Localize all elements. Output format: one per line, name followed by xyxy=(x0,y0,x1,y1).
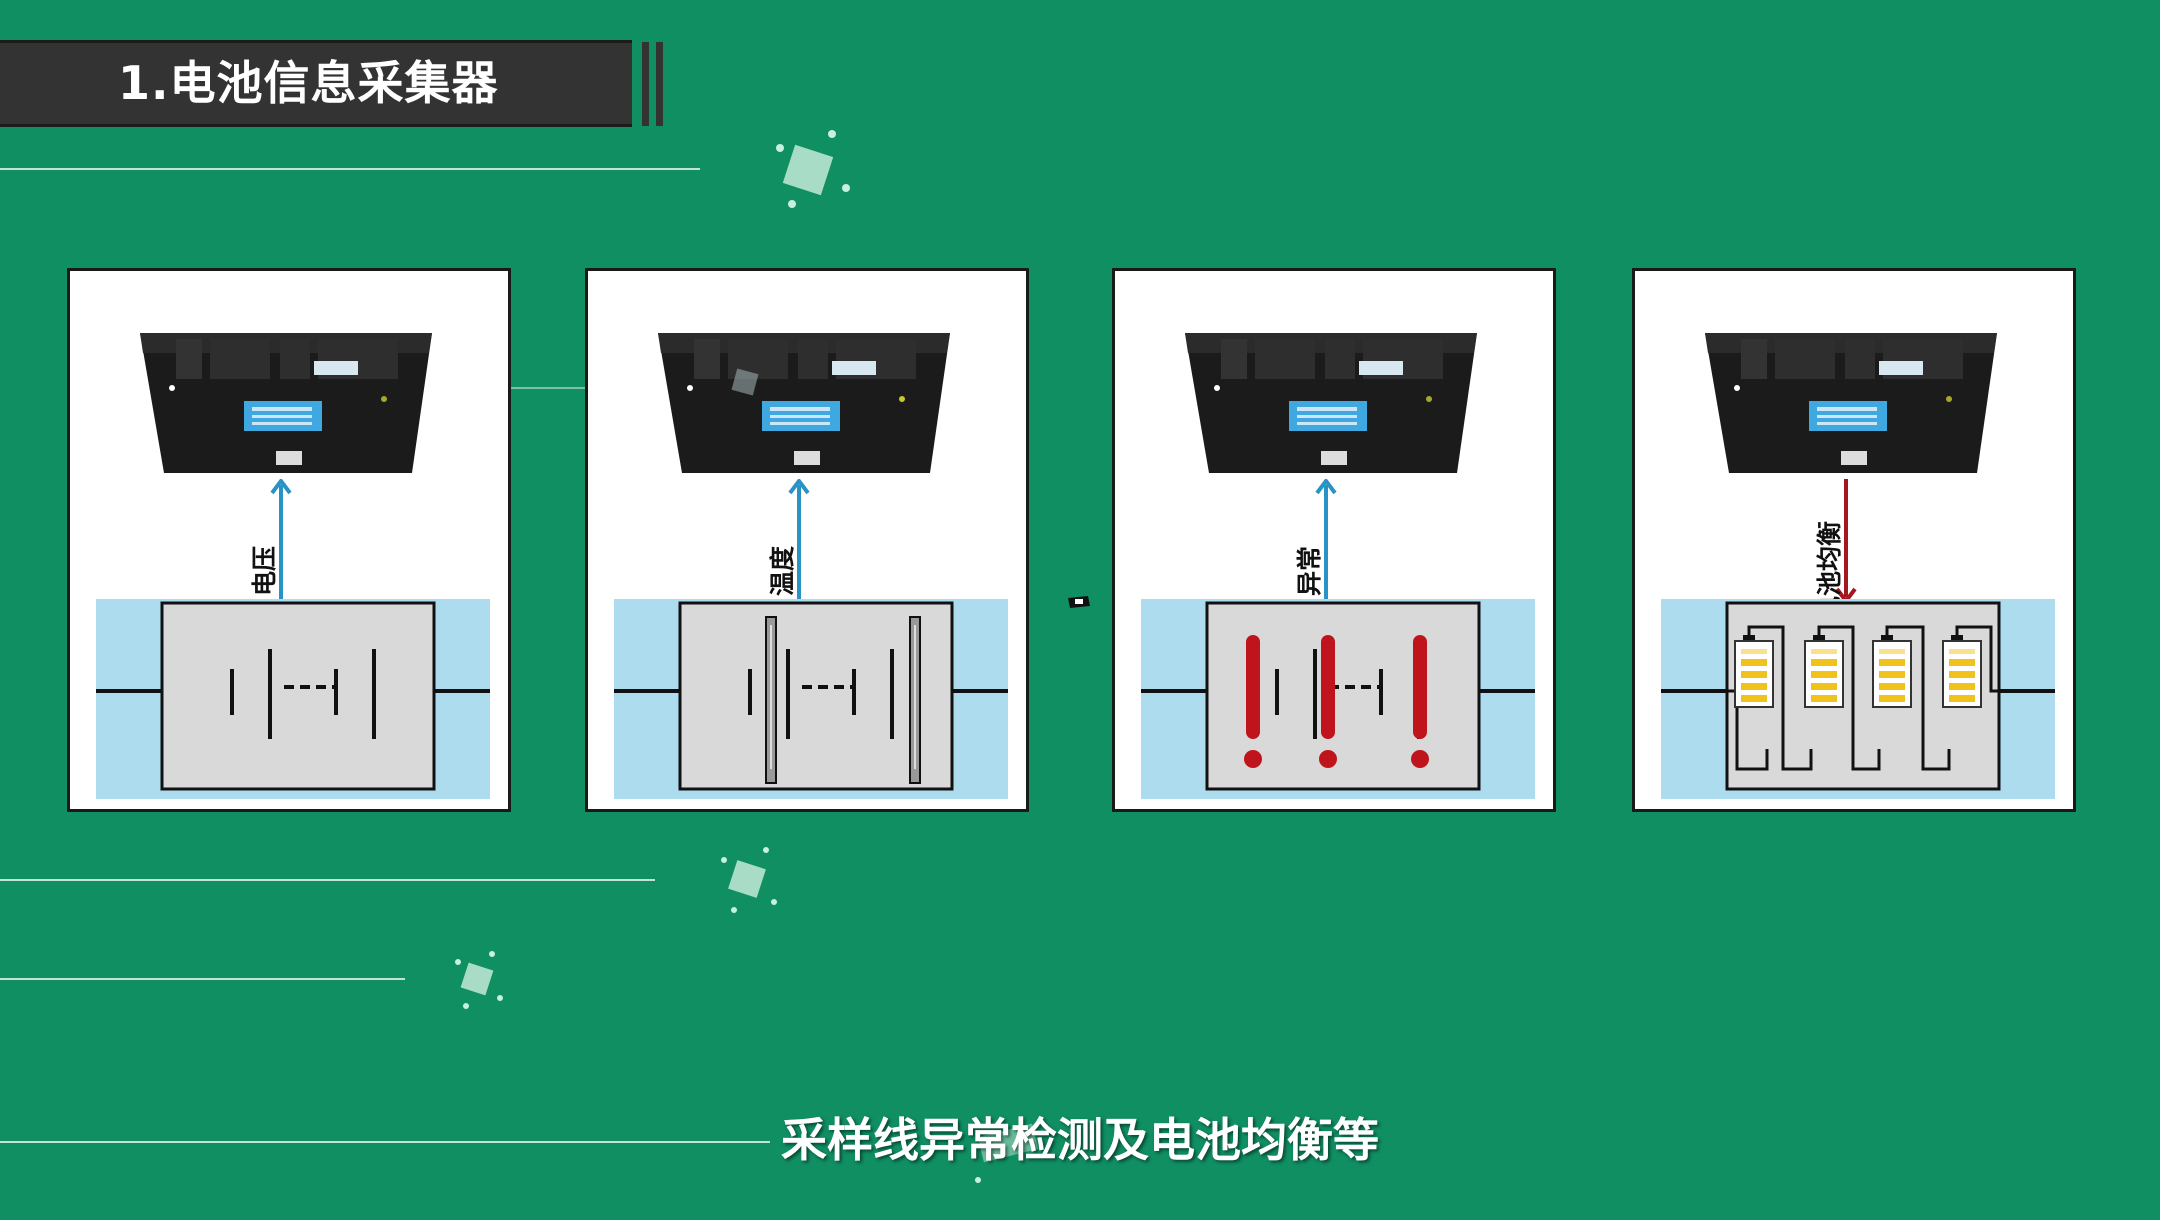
battery-circuit-icon xyxy=(1141,601,1535,791)
temperature-panel: 温度 xyxy=(585,268,1029,812)
title-stripe-decoration xyxy=(656,42,663,126)
temperature-arrow-icon xyxy=(788,479,810,603)
warning-exclamation-icon xyxy=(1244,635,1262,768)
subtitle-caption: 采样线异常检测及电池均衡等 xyxy=(781,1113,1379,1167)
floating-square-decoration xyxy=(455,951,503,1009)
battery-cell-icon xyxy=(1804,635,1844,708)
battery-circuit-icon xyxy=(614,601,1008,791)
balanced-cells-circuit-icon xyxy=(1661,601,2055,791)
battery-circuit-icon xyxy=(96,601,490,791)
title-stripe-decoration xyxy=(642,42,649,126)
anomaly-panel: 异常 xyxy=(1112,268,1556,812)
floating-square-decoration xyxy=(721,847,777,913)
warning-exclamation-icon xyxy=(1319,635,1337,768)
battery-cell-icon xyxy=(1872,635,1912,708)
title-bar: 1.电池信息采集器 xyxy=(0,40,632,127)
balancing-panel: 电池均衡 xyxy=(1632,268,2076,812)
divider-line xyxy=(500,387,630,389)
divider-line xyxy=(0,879,655,881)
collector-device-image xyxy=(1705,333,1997,473)
battery-cell-icon xyxy=(1942,635,1982,708)
floating-square-decoration xyxy=(776,130,850,208)
floating-square-decoration xyxy=(975,1123,1039,1183)
battery-cell-icon xyxy=(1734,635,1774,708)
collector-device-image xyxy=(658,333,950,473)
voltage-panel: 电压 xyxy=(67,268,511,812)
warning-exclamation-icon xyxy=(1411,635,1429,768)
page-title: 1.电池信息采集器 xyxy=(118,56,499,110)
anomaly-arrow-icon xyxy=(1315,479,1337,603)
divider-line xyxy=(0,1141,770,1143)
voltage-arrow-icon xyxy=(270,479,292,603)
divider-line xyxy=(0,978,405,980)
divider-line xyxy=(0,168,700,170)
collector-device-image xyxy=(140,333,432,473)
temperature-sensor-icon xyxy=(765,616,777,784)
temperature-sensor-icon xyxy=(909,616,921,784)
marker-icon xyxy=(1068,596,1090,608)
collector-device-image xyxy=(1185,333,1477,473)
